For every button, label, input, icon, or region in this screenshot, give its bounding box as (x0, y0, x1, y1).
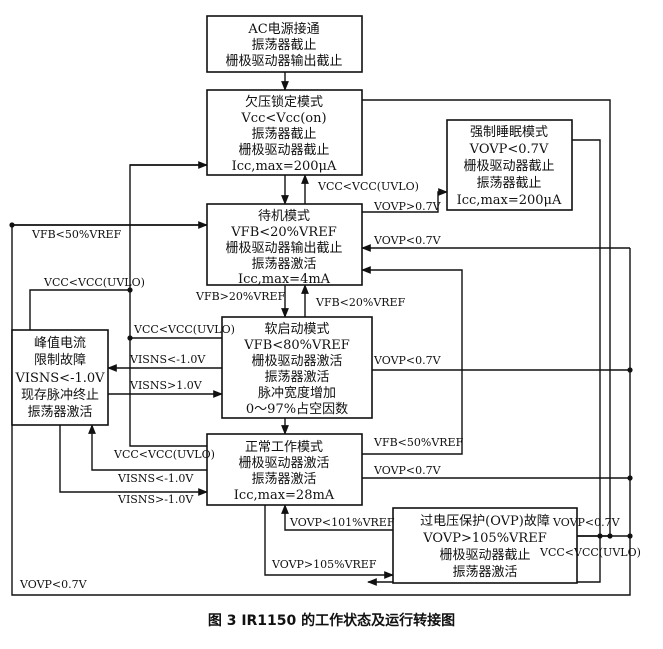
figure-caption: 图 3 IR1150 的工作状态及运行转接图 (207, 613, 456, 629)
peak-current-fault-box: 峰值电流 限制故障 VISNS<-1.0V 现存脉冲终止 振荡器激活 (11, 329, 109, 426)
ovp-line-1: 过电压保护(OVP)故障 (420, 514, 550, 529)
standby-line-1: 待机模式 (258, 209, 310, 224)
peak-line-3: VISNS<-1.0V (14, 371, 105, 386)
label-ovp07-normal: VOVP<0.7V (373, 464, 442, 477)
ovp-line-2: VOVP>105%VREF (422, 531, 546, 546)
soft-start-mode-box: 软启动模式 VFB<80%VREF 栅极驱动器激活 振荡器激活 脉冲宽度增加 0… (221, 316, 373, 419)
standby-line-3: 栅极驱动器输出截止 (225, 240, 342, 256)
sleep-line-3: 栅极驱动器截止 (463, 159, 554, 174)
standby-line-5: Icc,max=4mA (238, 272, 331, 287)
label-uvlo-up: VCC<VCC(UVLO) (317, 180, 419, 193)
peak-line-1: 峰值电流 (34, 335, 86, 351)
ac-line-2: 振荡器截止 (251, 38, 316, 53)
transition-lines (11, 72, 631, 596)
ac-line-1: AC电源接通 (247, 21, 319, 37)
standby-mode-box: 待机模式 VFB<20%VREF 栅极驱动器输出截止 振荡器激活 Icc,max… (206, 203, 363, 287)
soft-line-4: 振荡器激活 (264, 370, 329, 385)
peak-line-5: 振荡器激活 (27, 405, 92, 420)
label-ovp07-ovp: VOVP<0.7V (552, 516, 621, 529)
uvlo-line-4: 栅极驱动器截止 (238, 143, 329, 158)
junction-dot (627, 475, 633, 481)
normal-line-3: 振荡器激活 (251, 472, 316, 487)
sleep-line-1: 强制睡眠模式 (470, 125, 548, 140)
standby-line-4: 振荡器激活 (251, 257, 316, 272)
label-uvlo-soft: VCC<VCC(UVLO) (133, 323, 235, 336)
soft-line-6: 0～97%占空因数 (246, 402, 348, 417)
forced-sleep-box: 强制睡眠模式 VOVP<0.7V 栅极驱动器截止 振荡器截止 Icc,max=2… (446, 119, 573, 211)
label-ovp07-soft: VOVP<0.7V (373, 354, 442, 367)
label-ovp07-bottom: VOVP<0.7V (19, 578, 88, 591)
uvlo-line-2: Vcc<Vcc(on) (240, 111, 326, 126)
junction-dot (597, 533, 603, 539)
label-fb20-down: VFB>20%VREF (195, 290, 286, 303)
junction-dot (127, 287, 133, 293)
sleep-line-5: Icc,max=200μA (457, 193, 562, 208)
label-isns-normal-peak: VISNS<-1.0V (117, 472, 194, 485)
label-uvlo-normal: VCC<VCC(UVLO) (113, 448, 215, 461)
peak-line-2: 限制故障 (34, 353, 86, 368)
ovp-line-3: 栅极驱动器截止 (439, 548, 530, 563)
junction-dot (627, 367, 633, 373)
junction-dot (627, 533, 633, 539)
label-uvlo-ovp: VCC<VCC(UVLO) (539, 546, 641, 559)
label-fb20-up: VFB<20%VREF (315, 296, 406, 309)
normal-operation-box: 正常工作模式 栅极驱动器激活 振荡器激活 Icc,max=28mA (206, 433, 363, 506)
soft-line-1: 软启动模式 (264, 322, 329, 337)
label-fb50-left: VFB<50%VREF (31, 228, 122, 241)
junction-dots (9, 222, 633, 539)
uvlo-line-3: 振荡器截止 (251, 127, 316, 142)
normal-line-1: 正常工作模式 (245, 440, 323, 455)
label-isns-from-peak: VISNS>1.0V (129, 379, 203, 392)
uvlo-mode-box: 欠压锁定模式 Vcc<Vcc(on) 振荡器截止 栅极驱动器截止 Icc,max… (206, 89, 363, 176)
junction-dot (127, 335, 133, 341)
label-ovp105: VOVP>105%VREF (271, 558, 377, 571)
soft-line-3: 栅极驱动器激活 (251, 354, 342, 369)
ac-power-on-box: AC电源接通 振荡器截止 栅极驱动器输出截止 (206, 15, 363, 73)
label-uvlo-left: VCC<VCC(UVLO) (43, 276, 145, 289)
ovp-line-4: 振荡器激活 (452, 565, 517, 580)
label-fb50-normal: VFB<50%VREF (373, 436, 464, 449)
label-ovp07-standby: VOVP<0.7V (373, 234, 442, 247)
label-isns-to-peak: VISNS<-1.0V (129, 353, 206, 366)
label-to-sleep: VOVP>0.7V (373, 200, 442, 213)
ac-line-3: 栅极驱动器输出截止 (225, 53, 342, 69)
label-ovp101: VOVP<101%VREF (289, 516, 395, 529)
sleep-line-4: 振荡器截止 (476, 176, 541, 191)
uvlo-line-1: 欠压锁定模式 (245, 94, 323, 110)
junction-dot (9, 222, 15, 228)
normal-line-2: 栅极驱动器激活 (238, 456, 329, 471)
soft-line-5: 脉冲宽度增加 (258, 385, 336, 401)
soft-line-2: VFB<80%VREF (243, 338, 349, 353)
uvlo-line-5: Icc,max=200μA (232, 159, 337, 174)
peak-line-4: 现存脉冲终止 (21, 387, 99, 403)
standby-line-2: VFB<20%VREF (230, 225, 336, 240)
junction-dot (607, 533, 613, 539)
label-isns-peak-normal: VISNS>-1.0V (117, 493, 194, 506)
sleep-line-2: VOVP<0.7V (469, 142, 549, 157)
transition-labels: VCC<VCC(UVLO) VOVP>0.7V VFB<50%VREF VOVP… (19, 180, 641, 591)
normal-line-4: Icc,max=28mA (234, 488, 335, 503)
ovp-fault-box: 过电压保护(OVP)故障 VOVP>105%VREF 栅极驱动器截止 振荡器激活 (392, 507, 578, 584)
